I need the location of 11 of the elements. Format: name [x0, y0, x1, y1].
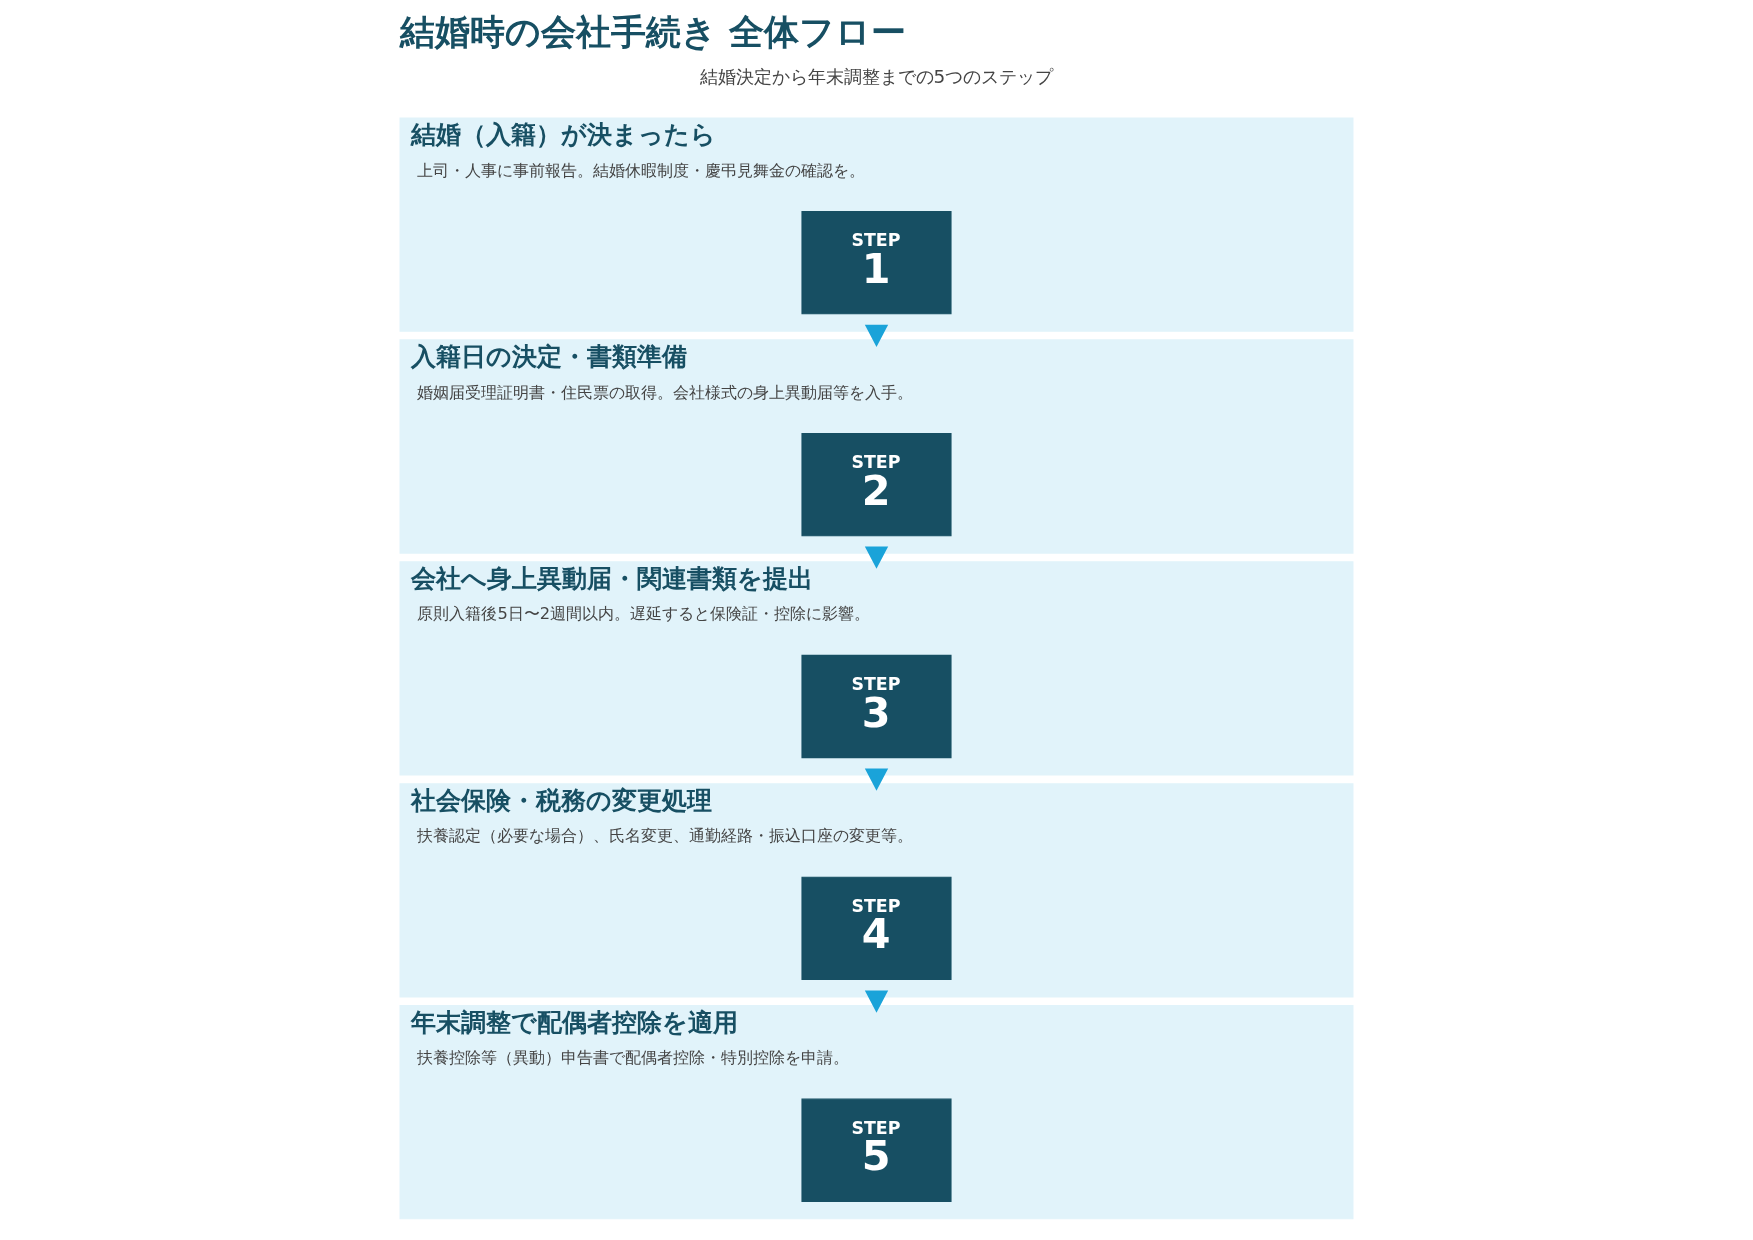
node-box: STEP 4 — [801, 876, 952, 981]
node-box: STEP 3 — [801, 654, 952, 759]
arrow — [864, 768, 889, 791]
node-box: STEP 2 — [801, 432, 952, 537]
arrow — [864, 546, 889, 569]
diagram-title: 結婚時の会社手続き 全体フロー — [400, 11, 907, 52]
node-box: STEP 1 — [801, 211, 952, 315]
arrow — [864, 990, 889, 1013]
label: 結婚決定から年末調整までの5つのステップ — [699, 66, 1054, 88]
arrow — [864, 324, 889, 347]
node-box: STEP 5 — [801, 1098, 952, 1202]
